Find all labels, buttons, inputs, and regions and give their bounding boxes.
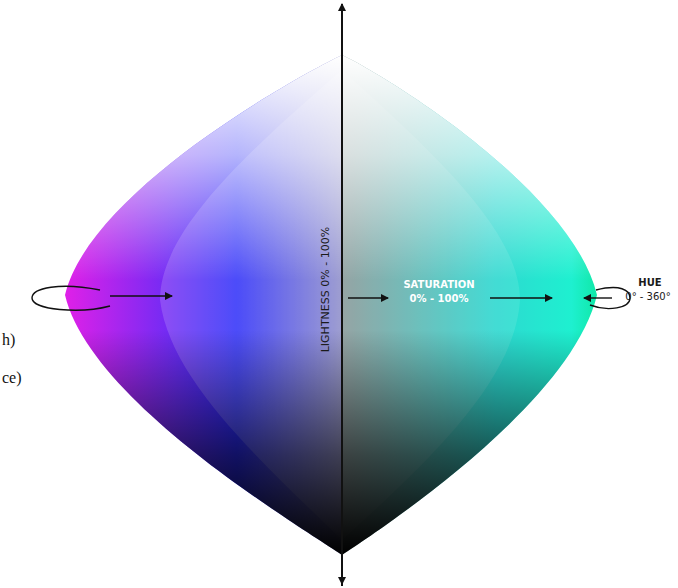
cropped-text: h)	[2, 330, 15, 349]
hue-arrow	[584, 297, 612, 298]
lightness-axis	[341, 10, 343, 584]
axis-label: SATURATION	[403, 279, 474, 291]
axis-label: LIGHTNESS 0% - 100%	[319, 227, 332, 352]
range-label: 0% - 100%	[410, 293, 469, 305]
hue-arrow	[110, 295, 172, 296]
range-label: 0° - 360°	[625, 291, 670, 303]
lightness-axis	[341, 4, 343, 586]
saturation-arrow	[490, 297, 552, 299]
saturation-arrow	[348, 297, 388, 299]
hue-loop	[32, 286, 110, 310]
axis-label: HUE	[638, 277, 661, 289]
cropped-text: ce)	[2, 368, 22, 387]
